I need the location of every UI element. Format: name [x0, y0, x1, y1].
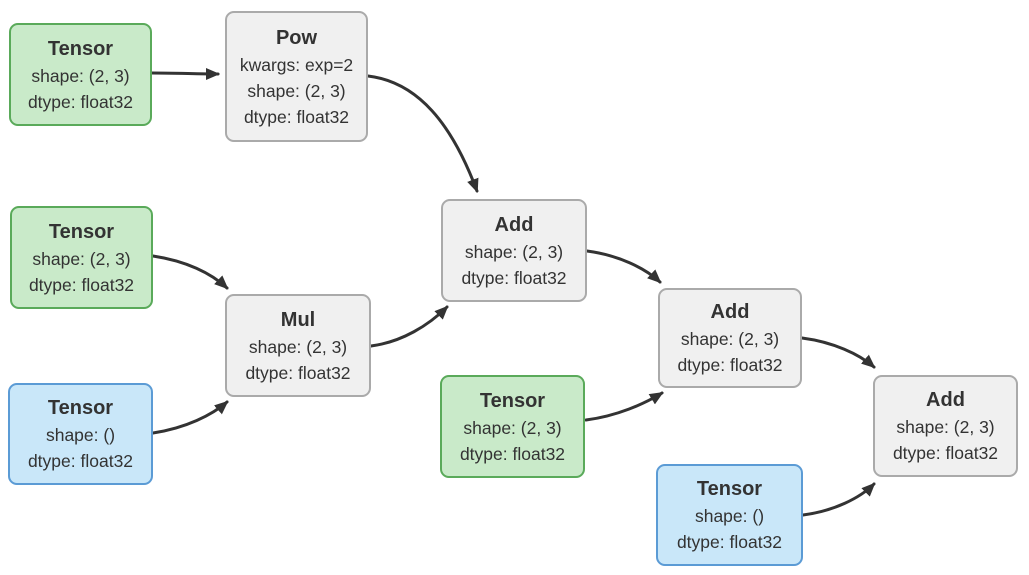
node-dtype: dtype: float32: [459, 443, 566, 464]
edge-add2-to-add3: [800, 336, 876, 369]
node-shape: shape: (2, 3): [31, 65, 130, 86]
edge-tensor1-to-pow: [150, 67, 220, 80]
node-dtype: dtype: float32: [677, 355, 783, 375]
node-shape: shape: (2, 3): [896, 417, 995, 437]
node-pow: Pow kwargs: exp=2 shape: (2, 3) dtype: f…: [225, 11, 368, 142]
node-title: Tensor: [48, 220, 115, 243]
node-shape: shape: (2, 3): [247, 80, 346, 101]
node-dtype: dtype: float32: [676, 532, 783, 552]
edge-mul-to-add1: [369, 305, 449, 348]
node-dtype: dtype: float32: [27, 451, 134, 471]
node-title: Add: [494, 213, 534, 236]
edge-tensor3-to-mul: [151, 400, 229, 435]
node-dtype: dtype: float32: [245, 362, 351, 383]
node-title: Tensor: [696, 478, 763, 500]
node-add-3: Add shape: (2, 3) dtype: float32: [873, 375, 1018, 477]
node-tensor-4: Tensor shape: (2, 3) dtype: float32: [440, 375, 585, 478]
node-kwargs: kwargs: exp=2: [239, 54, 354, 75]
node-shape: shape: (): [694, 506, 765, 526]
node-title: Add: [926, 389, 965, 411]
node-shape: shape: (2, 3): [680, 329, 780, 349]
node-dtype: dtype: float32: [28, 274, 135, 295]
node-shape: shape: (2, 3): [463, 417, 562, 438]
node-title: Mul: [280, 308, 316, 331]
node-title: Pow: [275, 26, 318, 49]
node-shape: shape: (2, 3): [32, 248, 131, 269]
node-tensor-2: Tensor shape: (2, 3) dtype: float32: [10, 206, 153, 309]
node-mul: Mul shape: (2, 3) dtype: float32: [225, 294, 371, 397]
node-title: Tensor: [47, 37, 114, 60]
edge-tensor4-to-add2: [584, 391, 664, 422]
node-title: Add: [710, 301, 750, 323]
node-dtype: dtype: float32: [892, 443, 999, 463]
edge-pow-to-add1: [366, 74, 479, 193]
edge-add1-to-add2: [585, 249, 662, 284]
node-tensor-1: Tensor shape: (2, 3) dtype: float32: [9, 23, 152, 126]
node-dtype: dtype: float32: [461, 267, 567, 288]
node-dtype: dtype: float32: [27, 91, 134, 112]
node-add-1: Add shape: (2, 3) dtype: float32: [441, 199, 587, 302]
node-title: Tensor: [479, 389, 546, 412]
node-shape: shape: (): [45, 425, 116, 445]
node-tensor-3: Tensor shape: () dtype: float32: [8, 383, 153, 485]
edge-tensor2-to-mul: [151, 254, 229, 290]
node-shape: shape: (2, 3): [248, 336, 348, 357]
node-shape: shape: (2, 3): [464, 241, 564, 262]
node-dtype: dtype: float32: [243, 106, 350, 127]
node-title: Tensor: [47, 397, 114, 419]
node-add-2: Add shape: (2, 3) dtype: float32: [658, 288, 802, 388]
edge-tensor5-to-add3: [801, 482, 876, 517]
node-tensor-5: Tensor shape: () dtype: float32: [656, 464, 803, 566]
